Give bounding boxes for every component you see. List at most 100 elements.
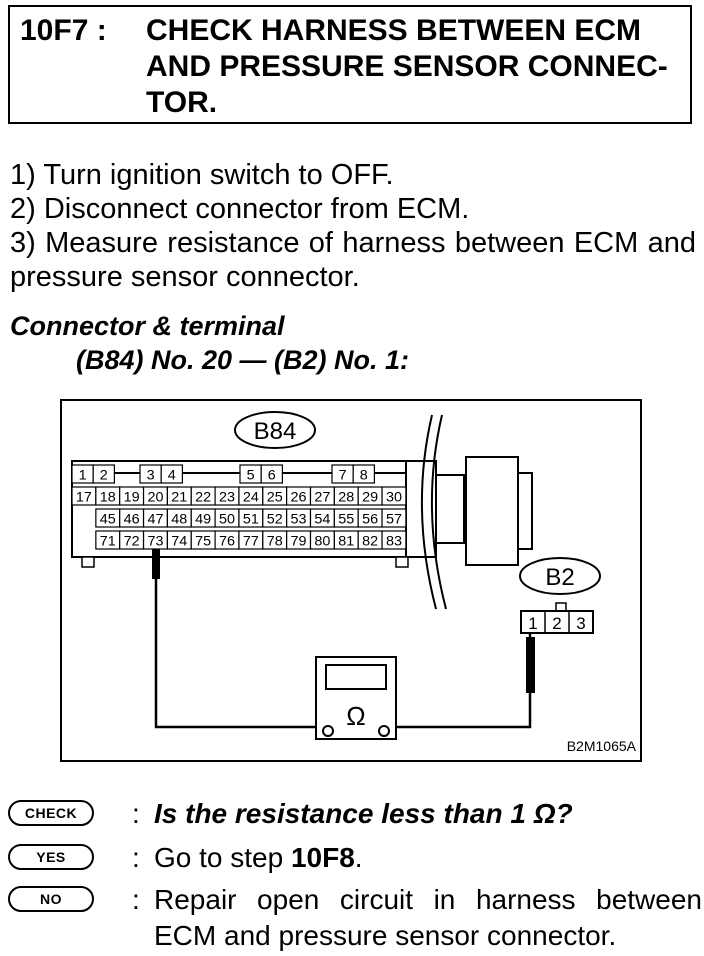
- ecm-pin-82: 82: [362, 533, 378, 549]
- probe-ecm: [152, 549, 160, 579]
- figure-code: B2M1065A: [567, 738, 637, 754]
- ecm-pin-83: 83: [386, 533, 402, 549]
- yes-answer: Go to step 10F8.: [154, 840, 702, 876]
- ecm-pin-cell: [160, 464, 183, 484]
- ecm-connector-foot: [81, 556, 95, 568]
- meter-terminal-right: [378, 725, 390, 737]
- ecm-pin-6: 6: [268, 467, 276, 483]
- ecm-pin-cell: [381, 486, 407, 506]
- ecm-pin-46: 46: [124, 511, 140, 527]
- sensor-pin-1: 1: [528, 614, 537, 633]
- ecm-pin-71: 71: [100, 533, 116, 549]
- ecm-connector-foot: [395, 556, 409, 568]
- ecm-pin-23: 23: [219, 489, 235, 505]
- ecm-connector-label-oval: [234, 411, 316, 449]
- no-row: NO : Repair open circuit in harness betw…: [8, 882, 702, 954]
- ecm-pin-cell: [381, 530, 407, 550]
- ecm-pin-5: 5: [247, 467, 255, 483]
- step-header-box: 10F7 : CHECK HARNESS BETWEEN ECM AND PRE…: [8, 5, 692, 124]
- ecm-pin-54: 54: [314, 511, 330, 527]
- ecm-pin-78: 78: [267, 533, 283, 549]
- lead-ecm-to-meter: [154, 579, 322, 729]
- ecm-pin-cell: [92, 464, 116, 484]
- ecm-pin-55: 55: [338, 511, 354, 527]
- step-title: CHECK HARNESS BETWEEN ECM AND PRESSURE S…: [146, 14, 668, 119]
- ecm-pin-26: 26: [291, 489, 307, 505]
- ecm-pin-24: 24: [243, 489, 259, 505]
- sensor-connector: 1 2 3: [520, 602, 594, 634]
- no-badge: NO: [8, 886, 94, 912]
- connector-terminal-spec: (B84) No. 20 — (B2) No. 1:: [76, 345, 410, 375]
- ecm-pin-21: 21: [171, 489, 187, 505]
- ecm-pin-73: 73: [147, 533, 163, 549]
- procedure-step-2: 2) Disconnect connector from ECM.: [10, 193, 470, 225]
- ecm-pin-75: 75: [195, 533, 211, 549]
- ohm-symbol: Ω: [346, 701, 365, 731]
- yes-colon: :: [132, 842, 140, 873]
- ecm-pin-50: 50: [219, 511, 235, 527]
- ecm-pin-8: 8: [360, 467, 368, 483]
- no-answer: Repair open circuit in harness between E…: [154, 884, 702, 951]
- ecm-pin-cell: [260, 464, 283, 484]
- procedure-steps: 1) Turn ignition switch to OFF. 2) Disco…: [10, 158, 696, 294]
- yes-row: YES : Go to step 10F8.: [8, 840, 698, 876]
- ecm-pin-cell: [352, 464, 376, 484]
- sensor-connector-label: B2: [545, 564, 574, 591]
- procedure-step-3: 3) Measure resistance of harness between…: [10, 227, 696, 293]
- yes-badge: YES: [8, 844, 94, 870]
- check-row: CHECK : Is the resistance less than 1 Ω?: [8, 796, 698, 832]
- ecm-pin-81: 81: [338, 533, 354, 549]
- ecm-pin-25: 25: [267, 489, 283, 505]
- ecm-pin-51: 51: [243, 511, 259, 527]
- sensor-pin-2: 2: [552, 614, 561, 633]
- ecm-pin-47: 47: [147, 511, 163, 527]
- ecm-pin-1: 1: [79, 467, 87, 483]
- sensor-pin-3: 3: [576, 614, 585, 633]
- ecm-pin-48: 48: [171, 511, 187, 527]
- ecm-pin-79: 79: [291, 533, 307, 549]
- ecm-pin-77: 77: [243, 533, 259, 549]
- check-badge: CHECK: [8, 800, 94, 826]
- ecm-pin-80: 80: [314, 533, 330, 549]
- step-code: 10F7 :: [20, 14, 107, 47]
- ecm-pin-56: 56: [362, 511, 378, 527]
- yes-prefix: Go to step: [154, 842, 291, 873]
- check-question: Is the resistance less than 1 Ω?: [154, 798, 573, 829]
- yes-step-link: 10F8: [290, 842, 355, 873]
- ecm-pin-52: 52: [267, 511, 283, 527]
- meter-display: [325, 664, 387, 690]
- meter-terminal-left: [322, 725, 334, 737]
- ecm-pin-17: 17: [76, 489, 92, 505]
- probe-sensor: [526, 637, 535, 693]
- ecm-connector-label: B84: [254, 418, 297, 445]
- ecm-pin-22: 22: [195, 489, 211, 505]
- ecm-pin-76: 76: [219, 533, 235, 549]
- ecm-pin-49: 49: [195, 511, 211, 527]
- ecm-pin-53: 53: [291, 511, 307, 527]
- break-mark-right: [430, 414, 447, 610]
- no-colon: :: [132, 884, 140, 915]
- ecm-pin-4: 4: [168, 467, 176, 483]
- ecm-pin-72: 72: [124, 533, 140, 549]
- procedure-step-1: 1) Turn ignition switch to OFF.: [10, 159, 394, 191]
- ecm-pin-29: 29: [362, 489, 378, 505]
- ecm-pin-2: 2: [100, 467, 108, 483]
- ecm-pin-18: 18: [100, 489, 116, 505]
- sensor-connector-label-oval: [519, 557, 601, 595]
- ecm-pin-57: 57: [386, 511, 402, 527]
- ecm-pin-7: 7: [339, 467, 347, 483]
- ecm-pin-30: 30: [386, 489, 402, 505]
- ecm-pin-45: 45: [100, 511, 116, 527]
- ohmmeter: Ω: [315, 656, 397, 740]
- ecm-pin-3: 3: [147, 467, 155, 483]
- lead-meter-to-sensor: [380, 691, 532, 729]
- yes-suffix: .: [354, 842, 363, 873]
- ecm-pin-28: 28: [338, 489, 354, 505]
- ecm-pin-27: 27: [314, 489, 330, 505]
- ecm-pin-20: 20: [147, 489, 163, 505]
- break-mark-left: [420, 414, 437, 610]
- ecm-pin-19: 19: [124, 489, 140, 505]
- check-colon: :: [132, 798, 140, 829]
